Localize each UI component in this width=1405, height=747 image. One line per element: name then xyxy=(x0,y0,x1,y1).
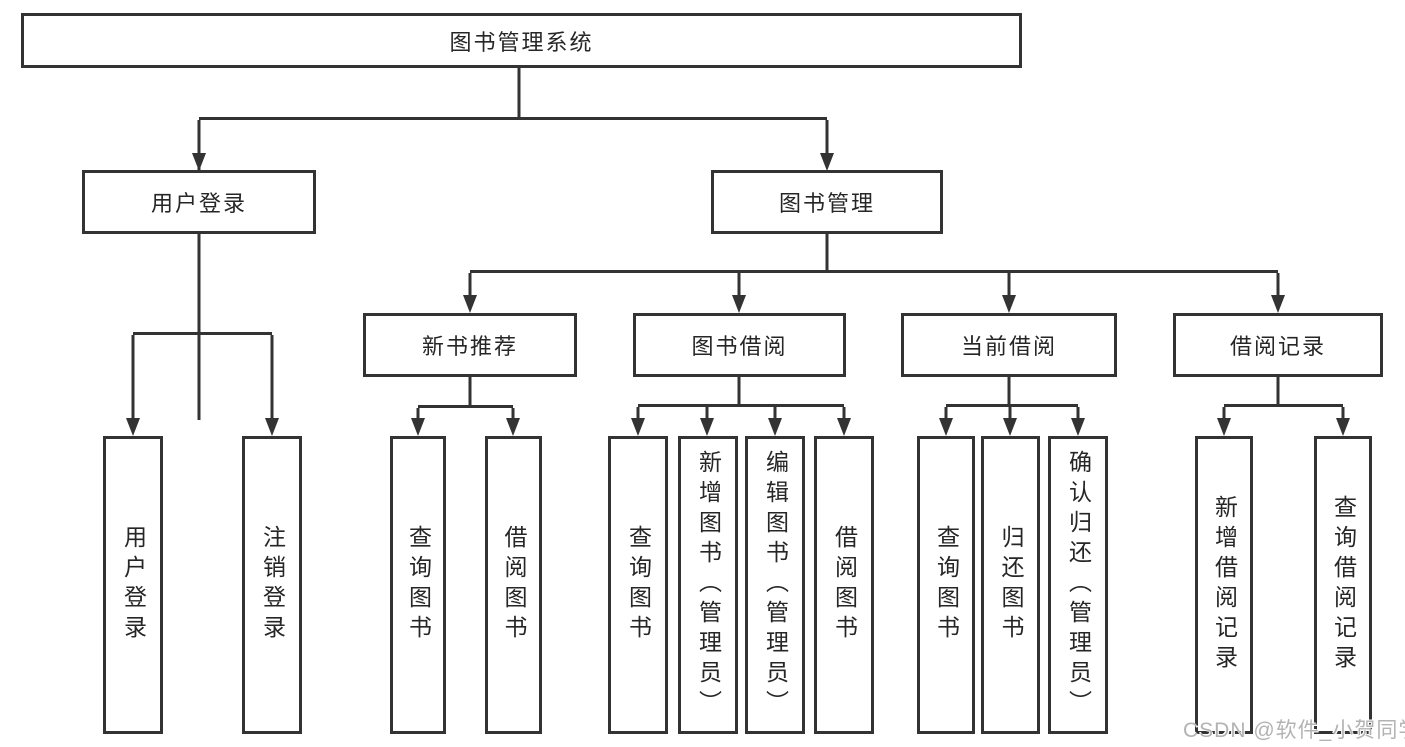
node-system-root: 图书管理系统 xyxy=(21,13,1022,68)
node-book-management: 图书管理 xyxy=(711,170,943,234)
arrow-down-icon xyxy=(506,418,520,436)
node-borrow-records: 借阅记录 xyxy=(1173,313,1383,377)
arrow-down-icon xyxy=(700,418,714,436)
arrow-down-icon xyxy=(1003,418,1017,436)
arrow-down-icon xyxy=(126,418,140,436)
connector-bookmgmt-to-level3 xyxy=(463,234,1285,313)
leaf-logout: 注销登录 xyxy=(242,436,302,734)
arrow-down-icon xyxy=(265,418,279,436)
node-book-borrow: 图书借阅 xyxy=(633,313,846,377)
leaf-add-borrow-record: 新增借阅记录 xyxy=(1195,436,1253,734)
arrow-down-icon xyxy=(411,418,425,436)
arrow-down-icon xyxy=(1071,418,1085,436)
arrow-down-icon xyxy=(732,295,746,313)
arrow-down-icon xyxy=(1336,418,1350,436)
leaf-query-borrow-record: 查询借阅记录 xyxy=(1314,436,1372,734)
leaf-query-books-recommend: 查询图书 xyxy=(390,436,446,734)
connector-current-to-children xyxy=(939,377,1085,436)
leaf-add-books-admin: 新增图书（管理员） xyxy=(678,436,738,734)
arrow-down-icon xyxy=(631,418,645,436)
connector-userlogin-to-children xyxy=(126,234,279,436)
leaf-confirm-return-admin: 确认归还（管理员） xyxy=(1048,436,1108,734)
arrow-down-icon xyxy=(192,153,206,171)
leaf-edit-books-admin: 编辑图书（管理员） xyxy=(745,436,805,734)
leaf-user-login: 用户登录 xyxy=(103,436,163,734)
arrow-down-icon xyxy=(1217,418,1231,436)
arrow-down-icon xyxy=(939,418,953,436)
leaf-query-books-current: 查询图书 xyxy=(917,436,975,734)
connector-root-to-level2 xyxy=(192,68,834,420)
connector-records-to-children xyxy=(1217,377,1350,436)
connector-newbooks-to-children xyxy=(411,377,520,436)
leaf-query-books-borrow: 查询图书 xyxy=(608,436,668,734)
arrow-down-icon xyxy=(463,295,477,313)
csdn-watermark: CSDN @软件_小贺同学 xyxy=(1183,719,1405,742)
node-user-login: 用户登录 xyxy=(82,170,316,234)
arrow-down-icon xyxy=(1002,295,1016,313)
arrow-down-icon xyxy=(837,418,851,436)
arrow-down-icon xyxy=(768,418,782,436)
arrow-down-icon xyxy=(820,153,834,171)
arrow-down-icon xyxy=(1271,295,1285,313)
connector-borrow-to-children xyxy=(631,377,851,436)
node-current-borrow: 当前借阅 xyxy=(901,313,1117,377)
leaf-borrow-books: 借阅图书 xyxy=(814,436,874,734)
leaf-return-books: 归还图书 xyxy=(981,436,1040,734)
node-new-book-recommend: 新书推荐 xyxy=(363,313,577,377)
leaf-borrow-books-recommend: 借阅图书 xyxy=(485,436,542,734)
